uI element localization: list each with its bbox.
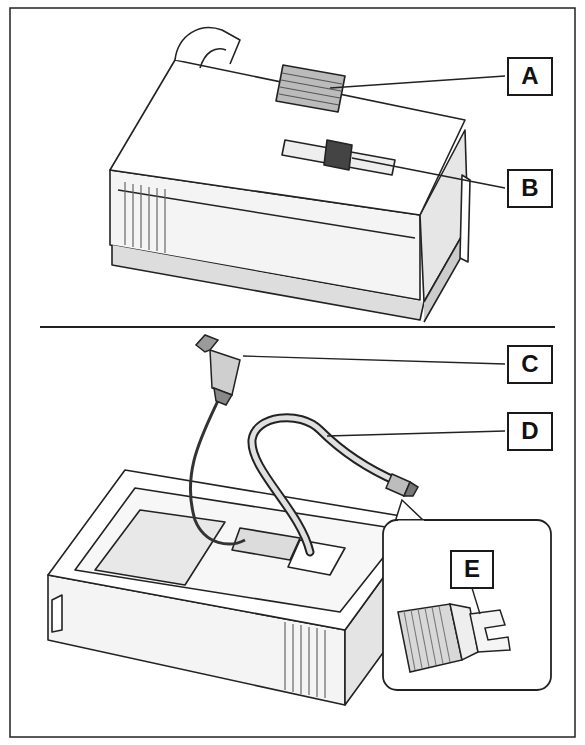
grille-slots: [279, 73, 342, 105]
outer-frame: [10, 8, 575, 737]
nozzle-closeup: [398, 604, 510, 672]
leader-line: [243, 356, 505, 364]
handle: [175, 28, 240, 64]
divider-line: [40, 326, 555, 328]
inset-join: [398, 521, 424, 524]
motor-housing: [232, 528, 300, 560]
leader-line: [352, 158, 505, 188]
callout-box: E: [450, 550, 494, 589]
front-seam: [118, 190, 415, 238]
leader-line: [327, 431, 505, 436]
base-band: [112, 245, 424, 320]
top-rim: [48, 470, 425, 630]
air-hose-core: [252, 418, 398, 552]
vent-slots: [285, 622, 325, 698]
hose-slot: [288, 540, 345, 575]
inset-pointer: [395, 500, 425, 522]
air-hose: [252, 418, 398, 552]
callout-box: B: [507, 169, 553, 208]
callout-letter: D: [521, 418, 538, 444]
latch: [52, 595, 62, 632]
callout-box: D: [507, 412, 553, 451]
handle-edge: [200, 49, 226, 68]
callout-letter: C: [521, 351, 538, 377]
leader-line: [472, 588, 480, 614]
power-button: [324, 140, 352, 170]
inner-tray: [75, 488, 405, 612]
leader-line: [330, 76, 505, 88]
callout-box: C: [507, 345, 553, 384]
compressor-closed: [110, 28, 470, 322]
callout-box: A: [507, 57, 553, 96]
inset-frame: [383, 520, 551, 690]
hose-nozzle: [386, 474, 418, 496]
button-panel: [282, 140, 395, 175]
callout-letter: A: [521, 63, 538, 89]
power-cord: [190, 392, 245, 544]
grille: [276, 65, 345, 112]
power-plug: [196, 335, 240, 405]
compressor-open: [48, 470, 425, 705]
vent-slots: [125, 182, 165, 253]
top-face: [110, 60, 465, 215]
callout-letter: E: [464, 556, 480, 582]
callout-letter: B: [521, 175, 538, 201]
side-clip: [460, 175, 470, 262]
cord-compartment: [95, 510, 225, 585]
